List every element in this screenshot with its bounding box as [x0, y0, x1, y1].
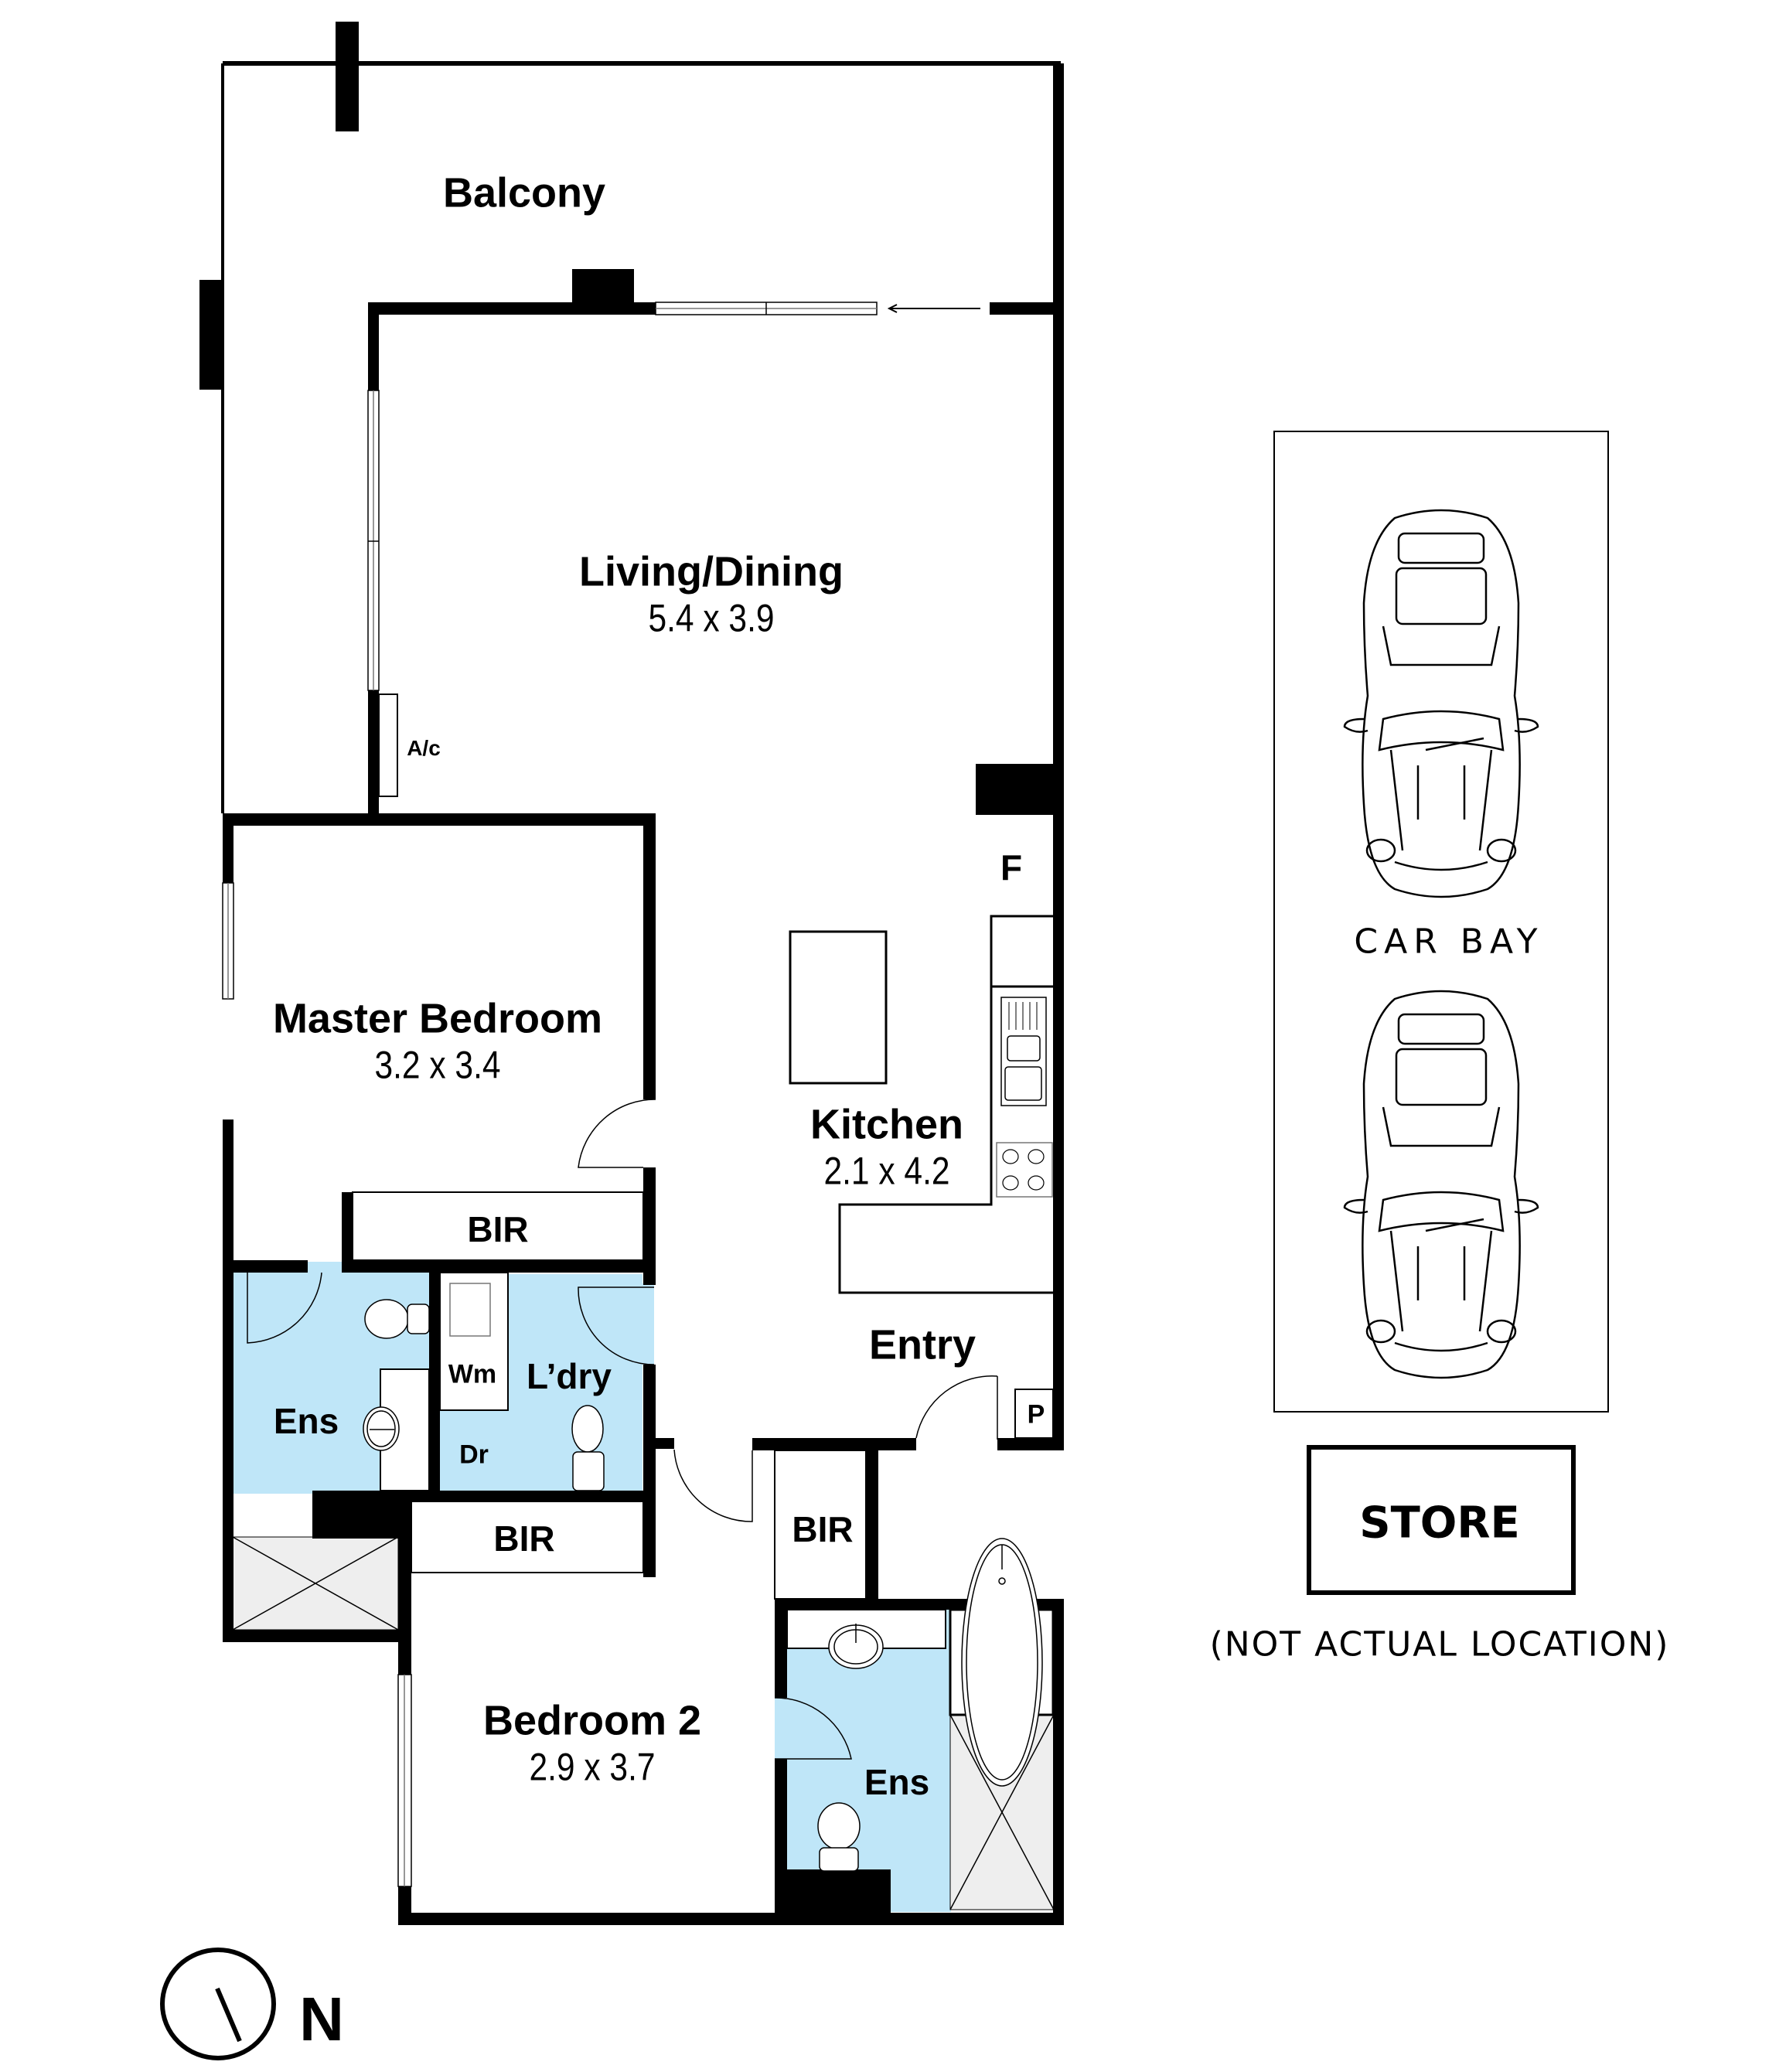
store-outline	[1307, 1445, 1576, 1595]
label-ens-master: Ens	[273, 1401, 339, 1441]
room-bedroom2: Bedroom 2 2.9 x 3.7	[482, 1697, 702, 1790]
compass-north-label: N	[299, 1985, 344, 2053]
label-bir-hall: BIR	[792, 1509, 854, 1549]
label-washing-machine: Wm	[448, 1359, 497, 1389]
balcony-outline	[221, 61, 1061, 813]
windows	[222, 302, 878, 1887]
sliding-door-arrow-icon	[887, 304, 980, 313]
room-dims-bedroom2: 2.9 x 3.7	[529, 1745, 656, 1789]
label-laundry: L’dry	[527, 1356, 612, 1396]
column	[336, 22, 359, 131]
label-fridge: F	[1000, 847, 1023, 888]
room-label-master: Master Bedroom	[272, 995, 603, 1042]
car-bay-label: CAR BAY	[1354, 922, 1544, 962]
room-label-kitchen: Kitchen	[809, 1101, 964, 1148]
walls	[223, 63, 1064, 1925]
room-dims-kitchen: 2.1 x 4.2	[823, 1149, 950, 1193]
label-dryer: Dr	[459, 1440, 489, 1470]
store-note: (NOT ACTUAL LOCATION)	[1209, 1624, 1670, 1665]
car-icon	[1343, 509, 1539, 898]
shower-master	[232, 1536, 399, 1631]
shower-bed2	[949, 1714, 1055, 1910]
door-swings	[247, 1099, 998, 1760]
basin-icon	[363, 1406, 400, 1451]
column	[199, 280, 223, 390]
joinery	[352, 694, 1055, 1716]
room-living: Living/Dining 5.4 x 3.9	[579, 548, 844, 641]
label-pantry: P	[1027, 1399, 1045, 1430]
label-ens-bed2: Ens	[864, 1762, 930, 1802]
room-dims-master: 3.2 x 3.4	[374, 1043, 501, 1087]
basin-icon	[828, 1624, 884, 1669]
room-master: Master Bedroom 3.2 x 3.4	[272, 995, 603, 1088]
room-label-balcony: Balcony	[442, 169, 606, 216]
room-label-bedroom2: Bedroom 2	[482, 1697, 702, 1744]
room-kitchen: Kitchen 2.1 x 4.2	[809, 1101, 964, 1194]
label-bir-master: BIR	[467, 1209, 529, 1249]
room-dims-living: 5.4 x 3.9	[648, 596, 775, 640]
room-label-living: Living/Dining	[579, 548, 844, 595]
bath-icon	[961, 1538, 1043, 1787]
label-bir-bed2: BIR	[493, 1518, 555, 1559]
car-bay-outline	[1273, 431, 1609, 1413]
compass-icon	[160, 1948, 276, 2060]
toilet-icon	[571, 1405, 605, 1491]
car-icon	[1343, 990, 1539, 1379]
room-label-entry: Entry	[868, 1321, 977, 1368]
label-ac: A/c	[407, 736, 441, 760]
store-label: STORE	[1359, 1498, 1520, 1549]
toilet-icon	[817, 1802, 861, 1872]
toilet-icon	[364, 1299, 430, 1339]
